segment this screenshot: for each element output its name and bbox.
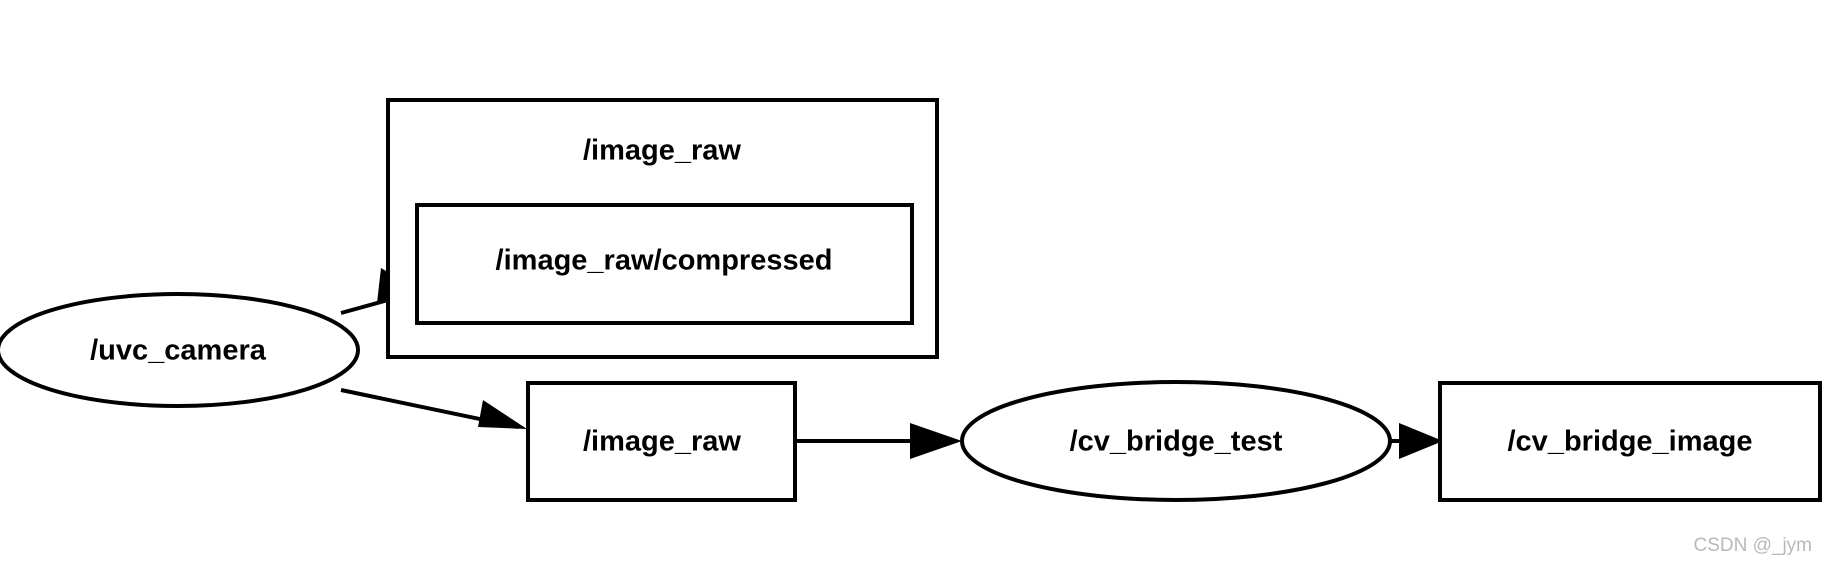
topic-image-raw-rect[interactable]	[526, 381, 797, 502]
topic-cv-bridge-image-label: /cv_bridge_image	[1508, 426, 1753, 458]
node-uvc-camera-ellipse[interactable]	[0, 292, 360, 408]
topic-image-raw-compressed-rect[interactable]	[415, 203, 914, 325]
watermark: CSDN @_jym	[1693, 535, 1812, 556]
topic-image-raw-label: /image_raw	[583, 426, 741, 458]
topic-image-raw-compressed[interactable]: /image_raw/compressed	[415, 203, 914, 325]
node-cv-bridge-test[interactable]: /cv_bridge_test	[960, 380, 1392, 502]
node-uvc-camera[interactable]: /uvc_camera	[0, 292, 360, 408]
node-uvc-camera-label: /uvc_camera	[90, 335, 267, 367]
arrow-head-icon	[910, 423, 962, 459]
topic-cv-bridge-image[interactable]: /cv_bridge_image	[1438, 381, 1822, 502]
topic-cv-bridge-image-rect[interactable]	[1438, 381, 1822, 502]
arrow-head-icon	[478, 400, 527, 429]
node-cv-bridge-test-label: /cv_bridge_test	[1070, 426, 1283, 458]
topic-image-raw[interactable]: /image_raw	[526, 381, 797, 502]
topic-image-raw-compressed-label: /image_raw/compressed	[496, 245, 833, 277]
arrow-head-icon	[1399, 423, 1443, 459]
edge-cvbridgetest-to-cvbridgeimage	[1390, 423, 1443, 459]
node-cv-bridge-test-ellipse[interactable]	[960, 380, 1392, 502]
edge-uvc-to-imageraw	[340, 388, 527, 429]
topic-group-image-raw-label: /image_raw	[583, 135, 741, 167]
edge-imageraw-to-cvbridgetest	[795, 423, 962, 459]
